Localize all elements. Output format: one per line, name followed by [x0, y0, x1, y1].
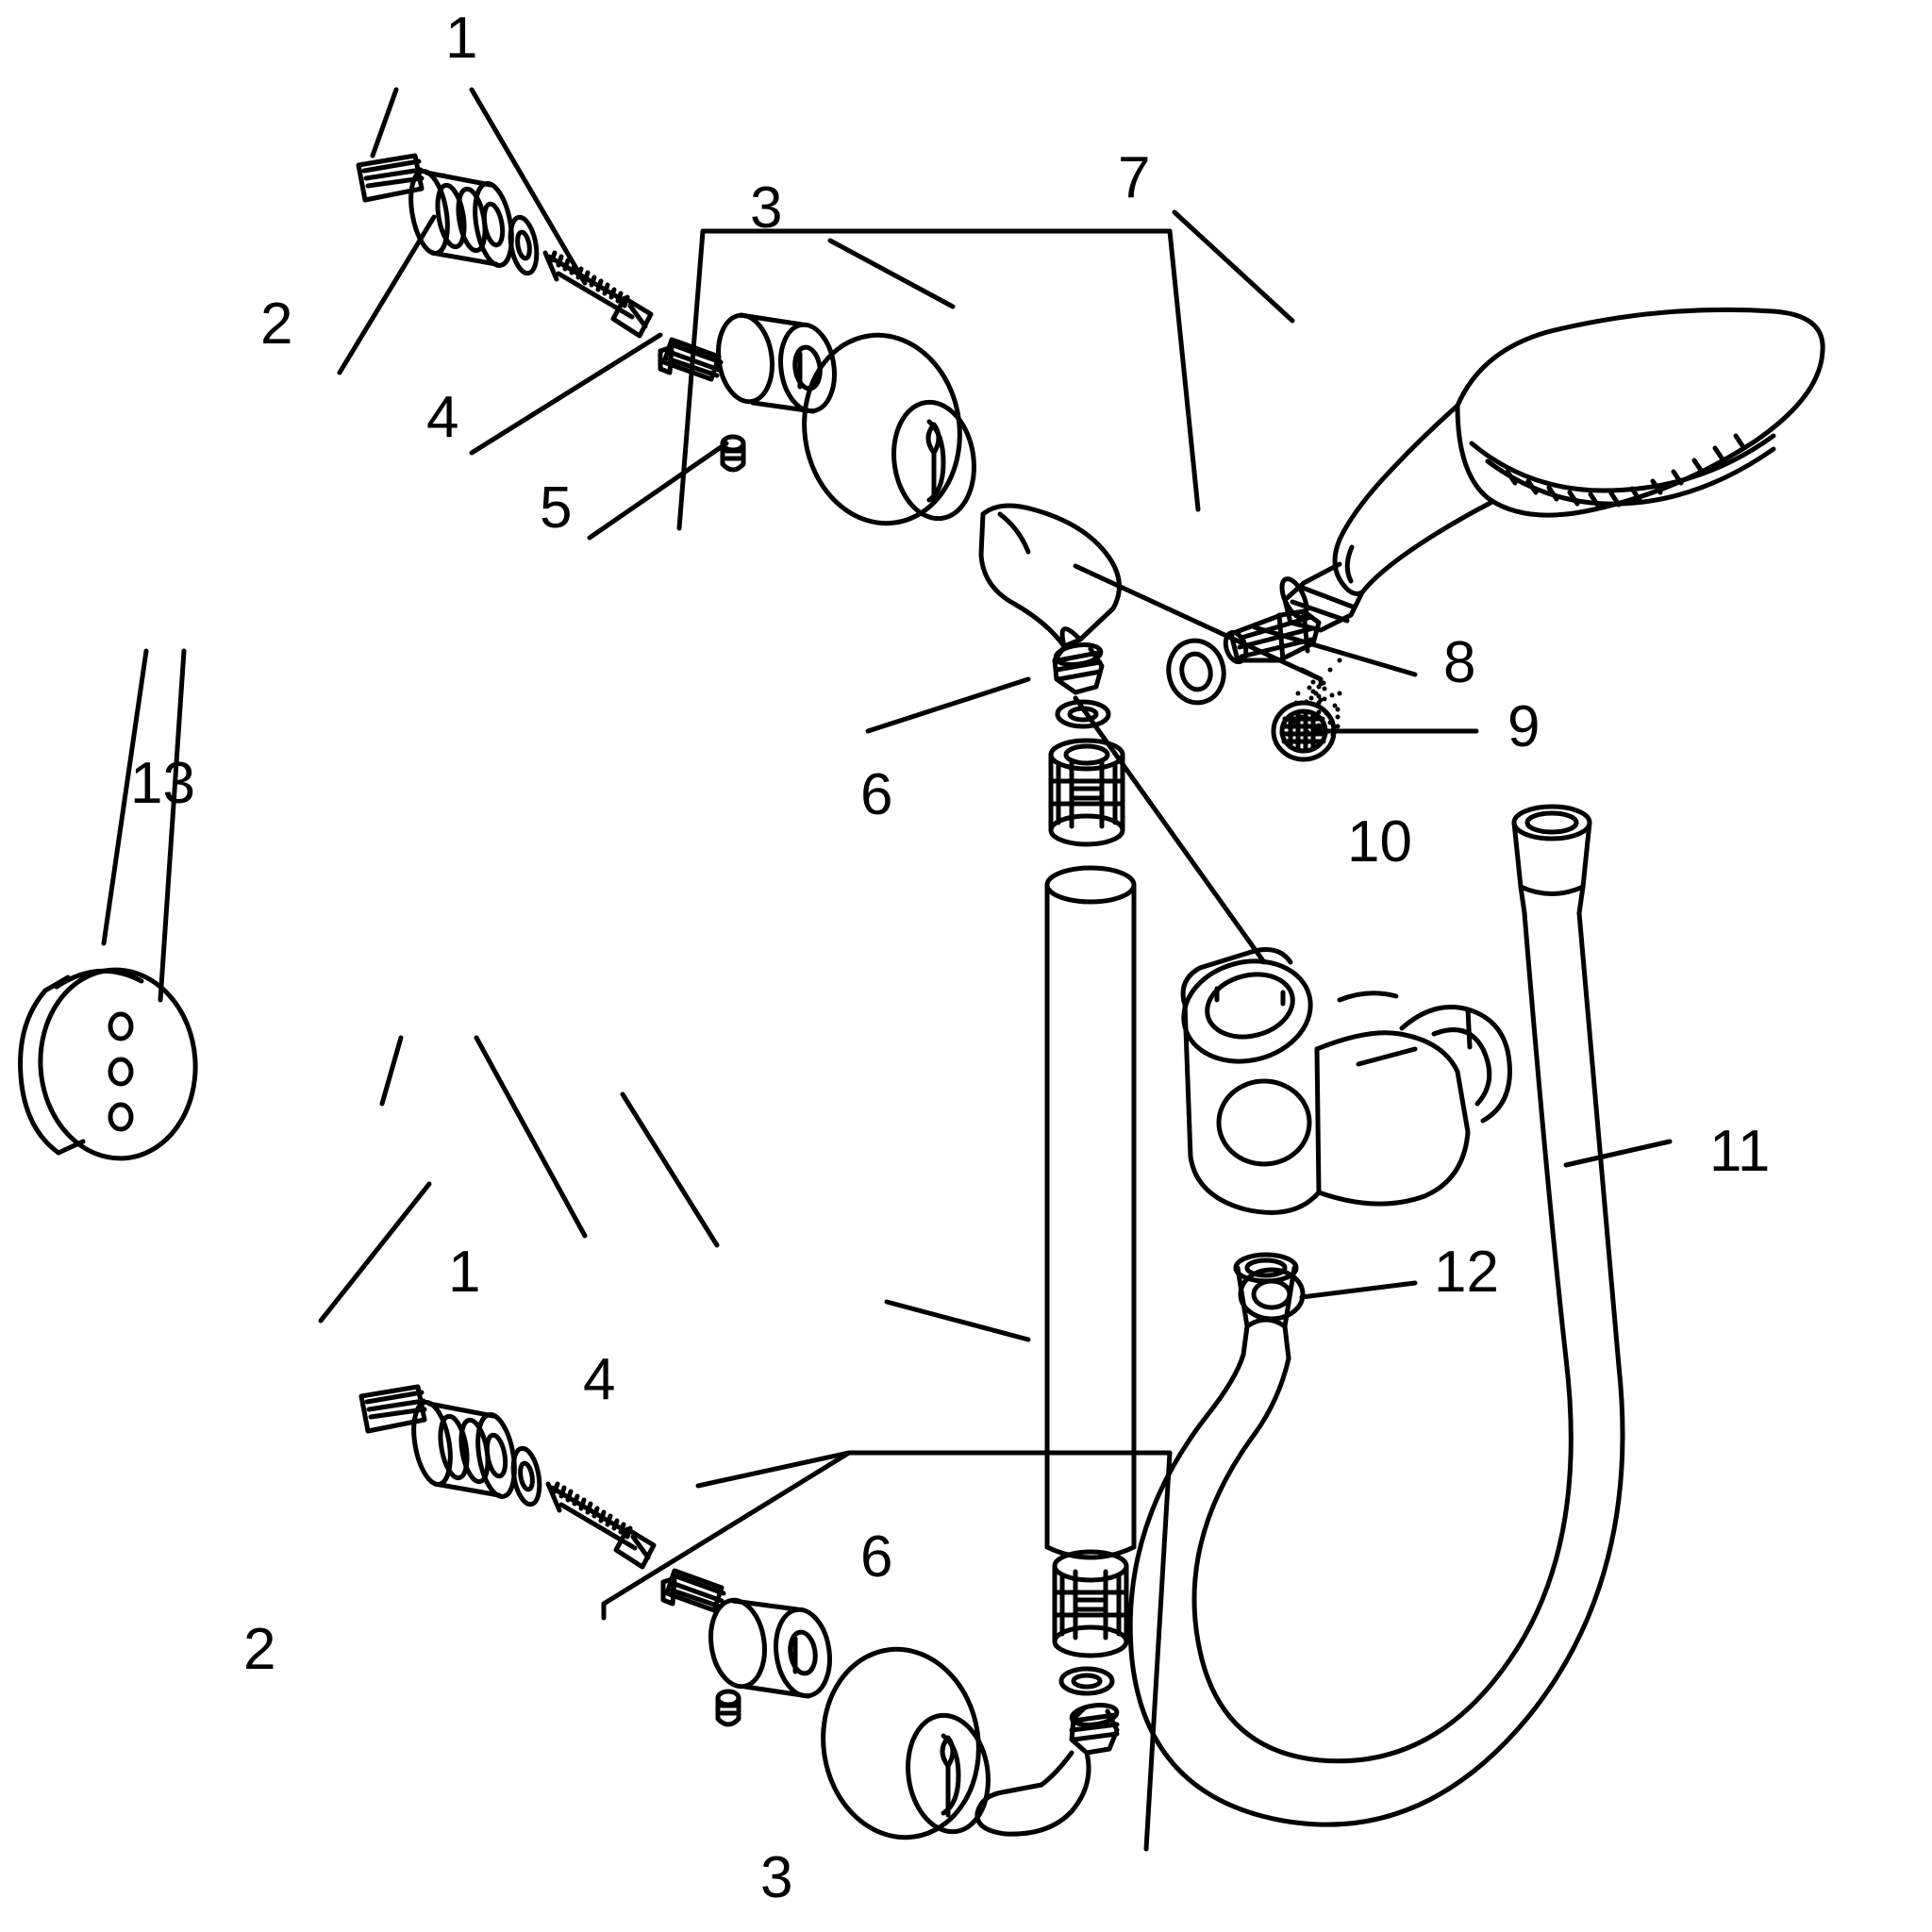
flow-cartridge-bottom — [1052, 1549, 1129, 1658]
callout-8: 8 — [1443, 630, 1476, 695]
callout-7: 7 — [1118, 145, 1151, 210]
part-11-shower-hose — [1127, 804, 1625, 1827]
part-5-grub-screw-bottom — [715, 1689, 741, 1727]
part-3-sleeve-top — [716, 312, 837, 414]
part-3-flange-top — [802, 332, 976, 526]
part-4-set-screw-top — [658, 337, 724, 382]
part-10-shower-holder — [1180, 947, 1512, 1215]
callout-2-top: 2 — [260, 291, 293, 357]
callout-4-bottom: 4 — [583, 1347, 616, 1412]
riser-tube — [1044, 865, 1137, 1560]
part-3-flange-bottom — [821, 1646, 991, 1840]
part-4-set-screw-bottom — [660, 1568, 726, 1613]
callout-11: 11 — [1709, 1119, 1771, 1184]
part-8-washer — [1166, 638, 1226, 706]
part-7-hand-shower — [1279, 307, 1825, 633]
part-2-wall-connector-bottom — [358, 1384, 517, 1499]
part-9-filter-screen — [1271, 700, 1337, 762]
part-2-wall-connector-top — [356, 153, 514, 268]
part-3-outlet-elbow-top — [978, 503, 1122, 695]
part-6-o-ring-top — [1055, 699, 1111, 729]
part-5-grub-screw-top — [720, 434, 746, 473]
flow-cartridge-top — [1048, 738, 1125, 847]
callout-4-top: 4 — [426, 385, 459, 450]
part-1-mounting-screw-top — [542, 250, 654, 339]
part-3-sleeve-bottom — [708, 1597, 832, 1699]
callout-6-top: 6 — [860, 762, 893, 827]
part-1-mounting-screw-bottom — [545, 1481, 657, 1570]
part-13-cover-cap — [18, 967, 198, 1161]
callout-10: 10 — [1347, 809, 1412, 874]
callout-2-bottom: 2 — [243, 1617, 276, 1682]
callout-3-bottom: 3 — [760, 1845, 793, 1910]
callout-13: 13 — [130, 751, 195, 816]
callout-9: 9 — [1507, 694, 1541, 759]
callout-6-bottom: 6 — [860, 1524, 893, 1590]
callout-1-top: 1 — [445, 6, 478, 71]
callout-3-top: 3 — [750, 175, 783, 241]
part-3-outlet-elbow-bottom — [974, 1703, 1120, 1837]
callout-5: 5 — [540, 475, 573, 541]
part-6-o-ring-bottom — [1058, 1666, 1115, 1696]
callout-12: 12 — [1434, 1240, 1499, 1305]
part-washer-top — [508, 214, 540, 276]
part-washer-bottom — [510, 1445, 542, 1507]
callout-1-bottom: 1 — [448, 1240, 481, 1305]
part-8-hose-nipple — [1223, 608, 1322, 665]
